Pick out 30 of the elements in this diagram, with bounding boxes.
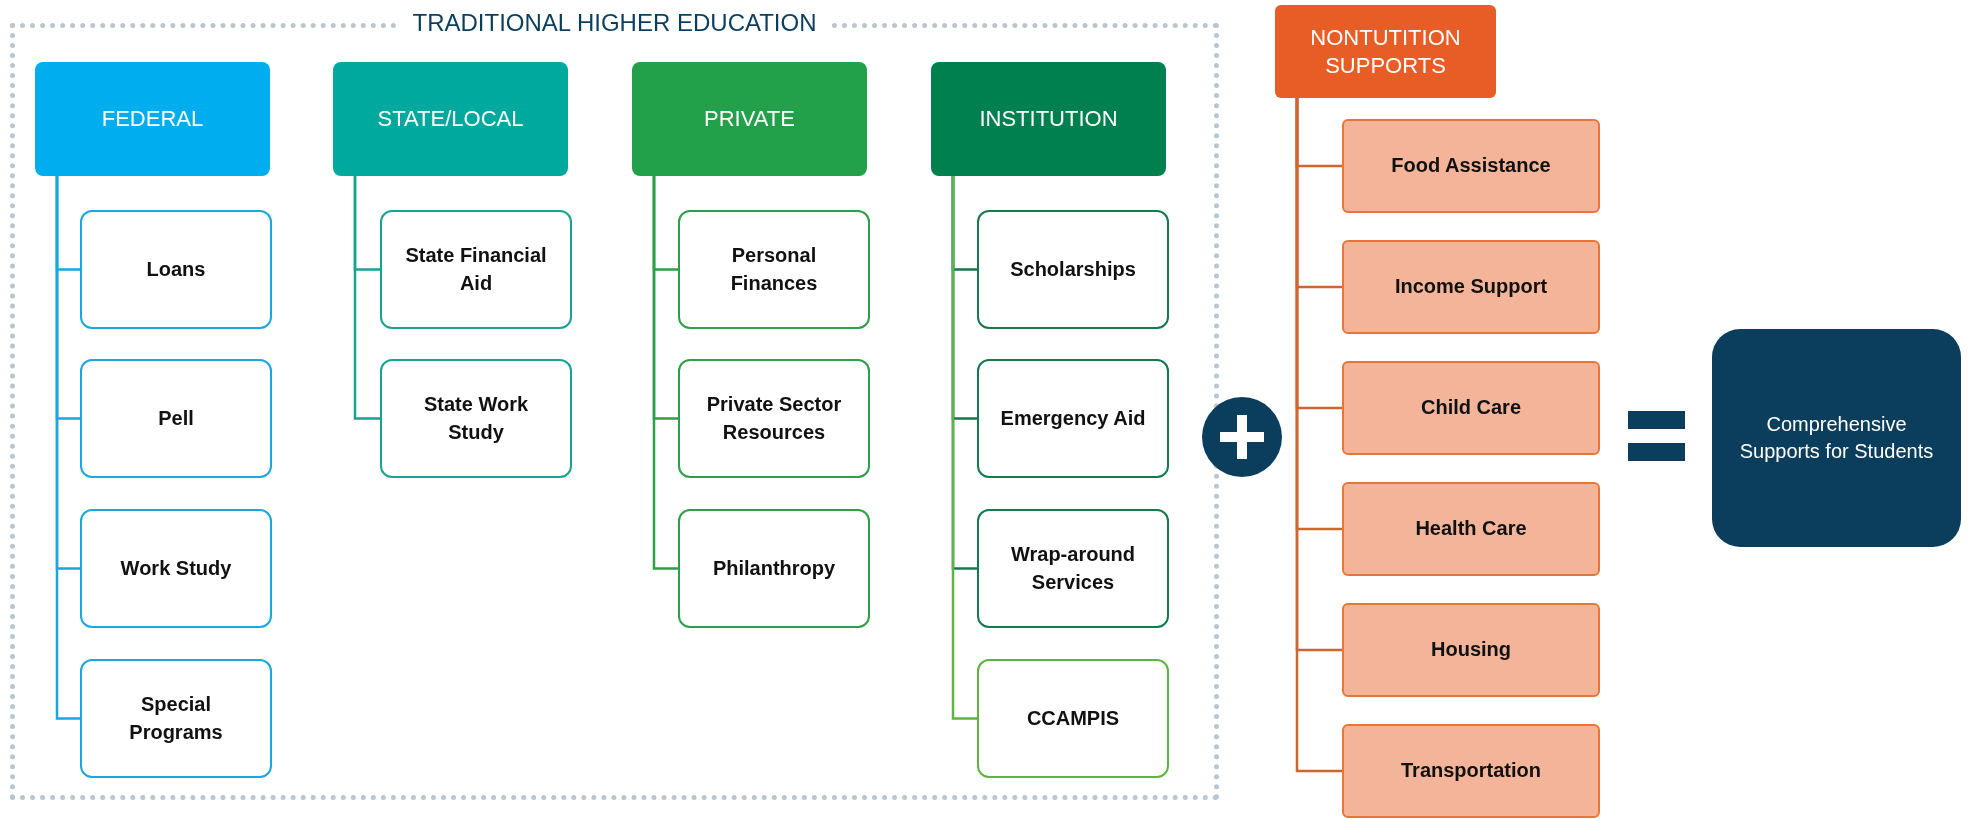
connector-line [652,176,678,570]
category-header: PRIVATE [632,62,867,176]
category-header: INSTITUTION [931,62,1166,176]
item-box: Income Support [1342,240,1600,334]
item-box: Pell [80,359,272,478]
item-box: Food Assistance [1342,119,1600,213]
item-box: Philanthropy [678,509,870,628]
item-box: Scholarships [977,210,1169,329]
item-box: Health Care [1342,482,1600,576]
category-header: NONTUTITION SUPPORTS [1275,5,1496,98]
item-box: Personal Finances [678,210,870,329]
item-box: Emergency Aid [977,359,1169,478]
item-box: Loans [80,210,272,329]
category-header: STATE/LOCAL [333,62,568,176]
connector-line [55,176,80,720]
result-box: Comprehensive Supports for Students [1712,329,1961,547]
item-box: Wrap-around Services [977,509,1169,628]
item-box: CCAMPIS [977,659,1169,778]
item-box: State Financial Aid [380,210,572,329]
category-header: FEDERAL [35,62,270,176]
item-box: Child Care [1342,361,1600,455]
connector-line [353,176,380,420]
item-box: Work Study [80,509,272,628]
item-box: State Work Study [380,359,572,478]
connector-line [951,176,977,720]
item-box: Special Programs [80,659,272,778]
item-box: Private Sector Resources [678,359,870,478]
item-box: Housing [1342,603,1600,697]
connector-line [1295,98,1342,773]
item-box: Transportation [1342,724,1600,818]
